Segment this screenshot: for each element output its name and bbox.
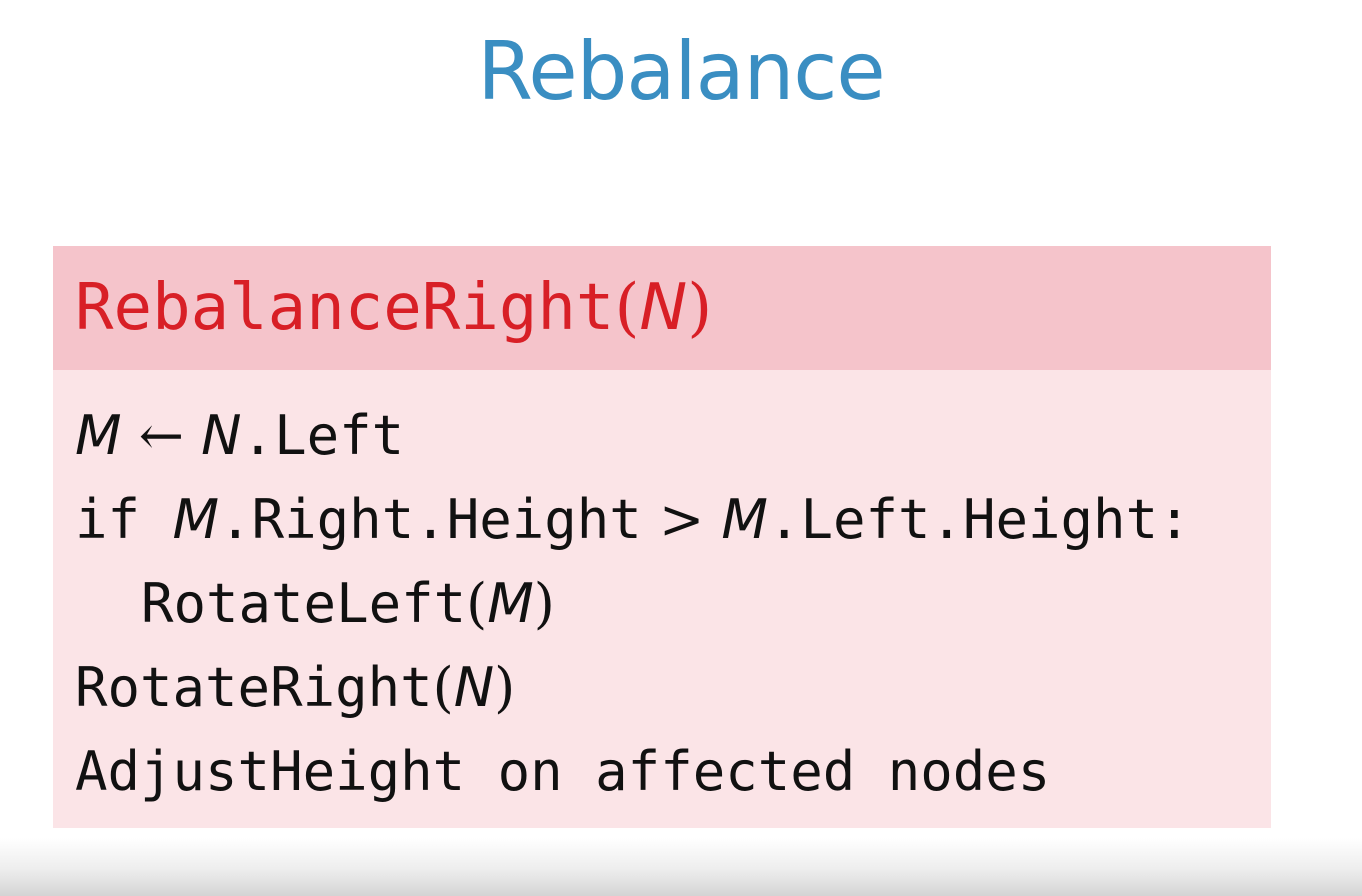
greater-than-operator: > xyxy=(641,488,722,551)
close-paren: ) xyxy=(494,656,516,719)
close-paren: ) xyxy=(533,572,555,635)
call-rotate-left: RotateLeft xyxy=(141,572,467,635)
algorithm-block: RebalanceRight(N) M ← N.Left if M.Right.… xyxy=(53,246,1271,828)
open-paren: ( xyxy=(432,656,454,719)
assign-arrow: ← xyxy=(121,404,202,467)
var-n: N xyxy=(201,404,242,467)
var-m: M xyxy=(721,488,768,551)
algorithm-name: RebalanceRight xyxy=(75,271,615,345)
field-left-height: .Left.Height: xyxy=(767,488,1191,551)
param-open-paren: ( xyxy=(614,271,640,345)
call-rotate-right: RotateRight xyxy=(75,656,433,719)
code-line-rotate-right: RotateRight(N) xyxy=(75,656,515,720)
code-line-if: if M.Right.Height > M.Left.Height: xyxy=(75,488,1191,552)
field-left: .Left xyxy=(241,404,405,467)
slide-title: Rebalance xyxy=(477,25,885,118)
algorithm-signature: RebalanceRight(N) xyxy=(75,268,712,348)
var-m: M xyxy=(172,488,220,551)
bottom-shadow-bar xyxy=(0,838,1362,896)
code-line-assign: M ← N.Left xyxy=(75,404,404,468)
code-line-rotate-left: RotateLeft(M) xyxy=(141,572,555,636)
field-right-height: .Right.Height xyxy=(219,488,642,551)
algorithm-param: N xyxy=(639,271,688,345)
var-m: M xyxy=(487,572,534,635)
var-m: M xyxy=(75,404,122,467)
param-close-paren: ) xyxy=(687,271,713,345)
algorithm-header: RebalanceRight(N) xyxy=(53,246,1271,370)
open-paren: ( xyxy=(466,572,488,635)
code-line-adjust-height: AdjustHeight on affected nodes xyxy=(75,740,1051,803)
keyword-if: if xyxy=(75,488,173,551)
var-n: N xyxy=(453,656,495,719)
